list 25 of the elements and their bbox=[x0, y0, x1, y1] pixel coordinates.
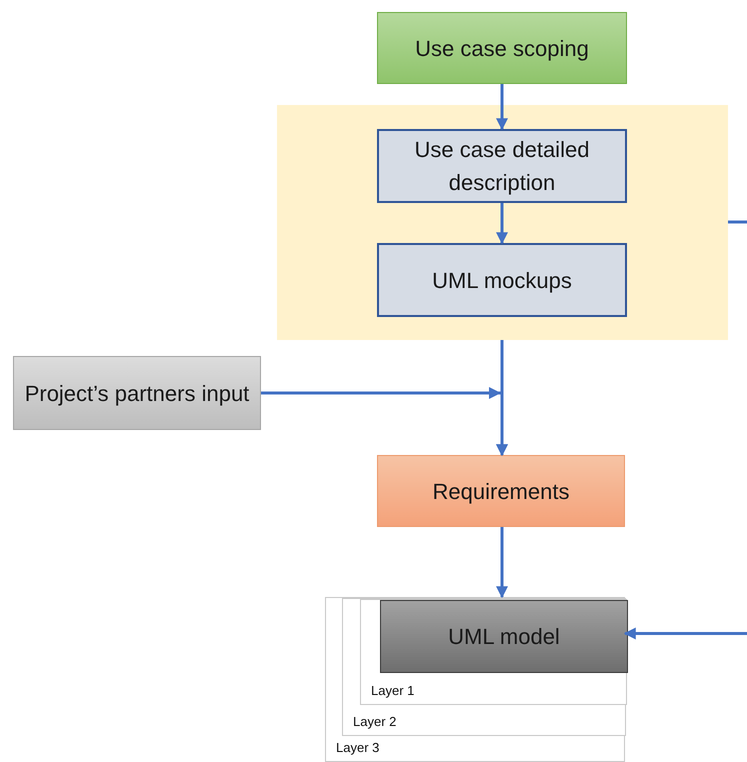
box-label: Use case detailed description bbox=[414, 136, 590, 197]
layer-frame bbox=[342, 598, 626, 736]
box-label: Project’s partners input bbox=[24, 380, 250, 408]
arrow bbox=[261, 387, 508, 456]
layer-label: Layer 3 bbox=[335, 740, 380, 758]
box-label: UML model bbox=[447, 623, 561, 651]
connector-line bbox=[728, 220, 747, 224]
box-label: UML mockups bbox=[431, 266, 573, 295]
layer-label: Layer 2 bbox=[352, 714, 396, 732]
input-box bbox=[13, 356, 261, 430]
layer-frame bbox=[325, 597, 625, 762]
process-box bbox=[377, 12, 627, 84]
arrow bbox=[496, 527, 508, 598]
model-box bbox=[380, 600, 628, 673]
arrow bbox=[496, 203, 508, 244]
layer-frame bbox=[360, 599, 627, 705]
layer-label: Layer 1 bbox=[370, 683, 414, 700]
group-panel bbox=[277, 105, 728, 340]
process-box bbox=[377, 243, 627, 317]
process-box bbox=[377, 455, 625, 527]
box-label: Requirements bbox=[432, 478, 570, 506]
arrow bbox=[496, 84, 508, 130]
process-box bbox=[377, 129, 627, 203]
box-label: Use case scoping bbox=[414, 34, 590, 63]
arrow bbox=[624, 628, 747, 640]
